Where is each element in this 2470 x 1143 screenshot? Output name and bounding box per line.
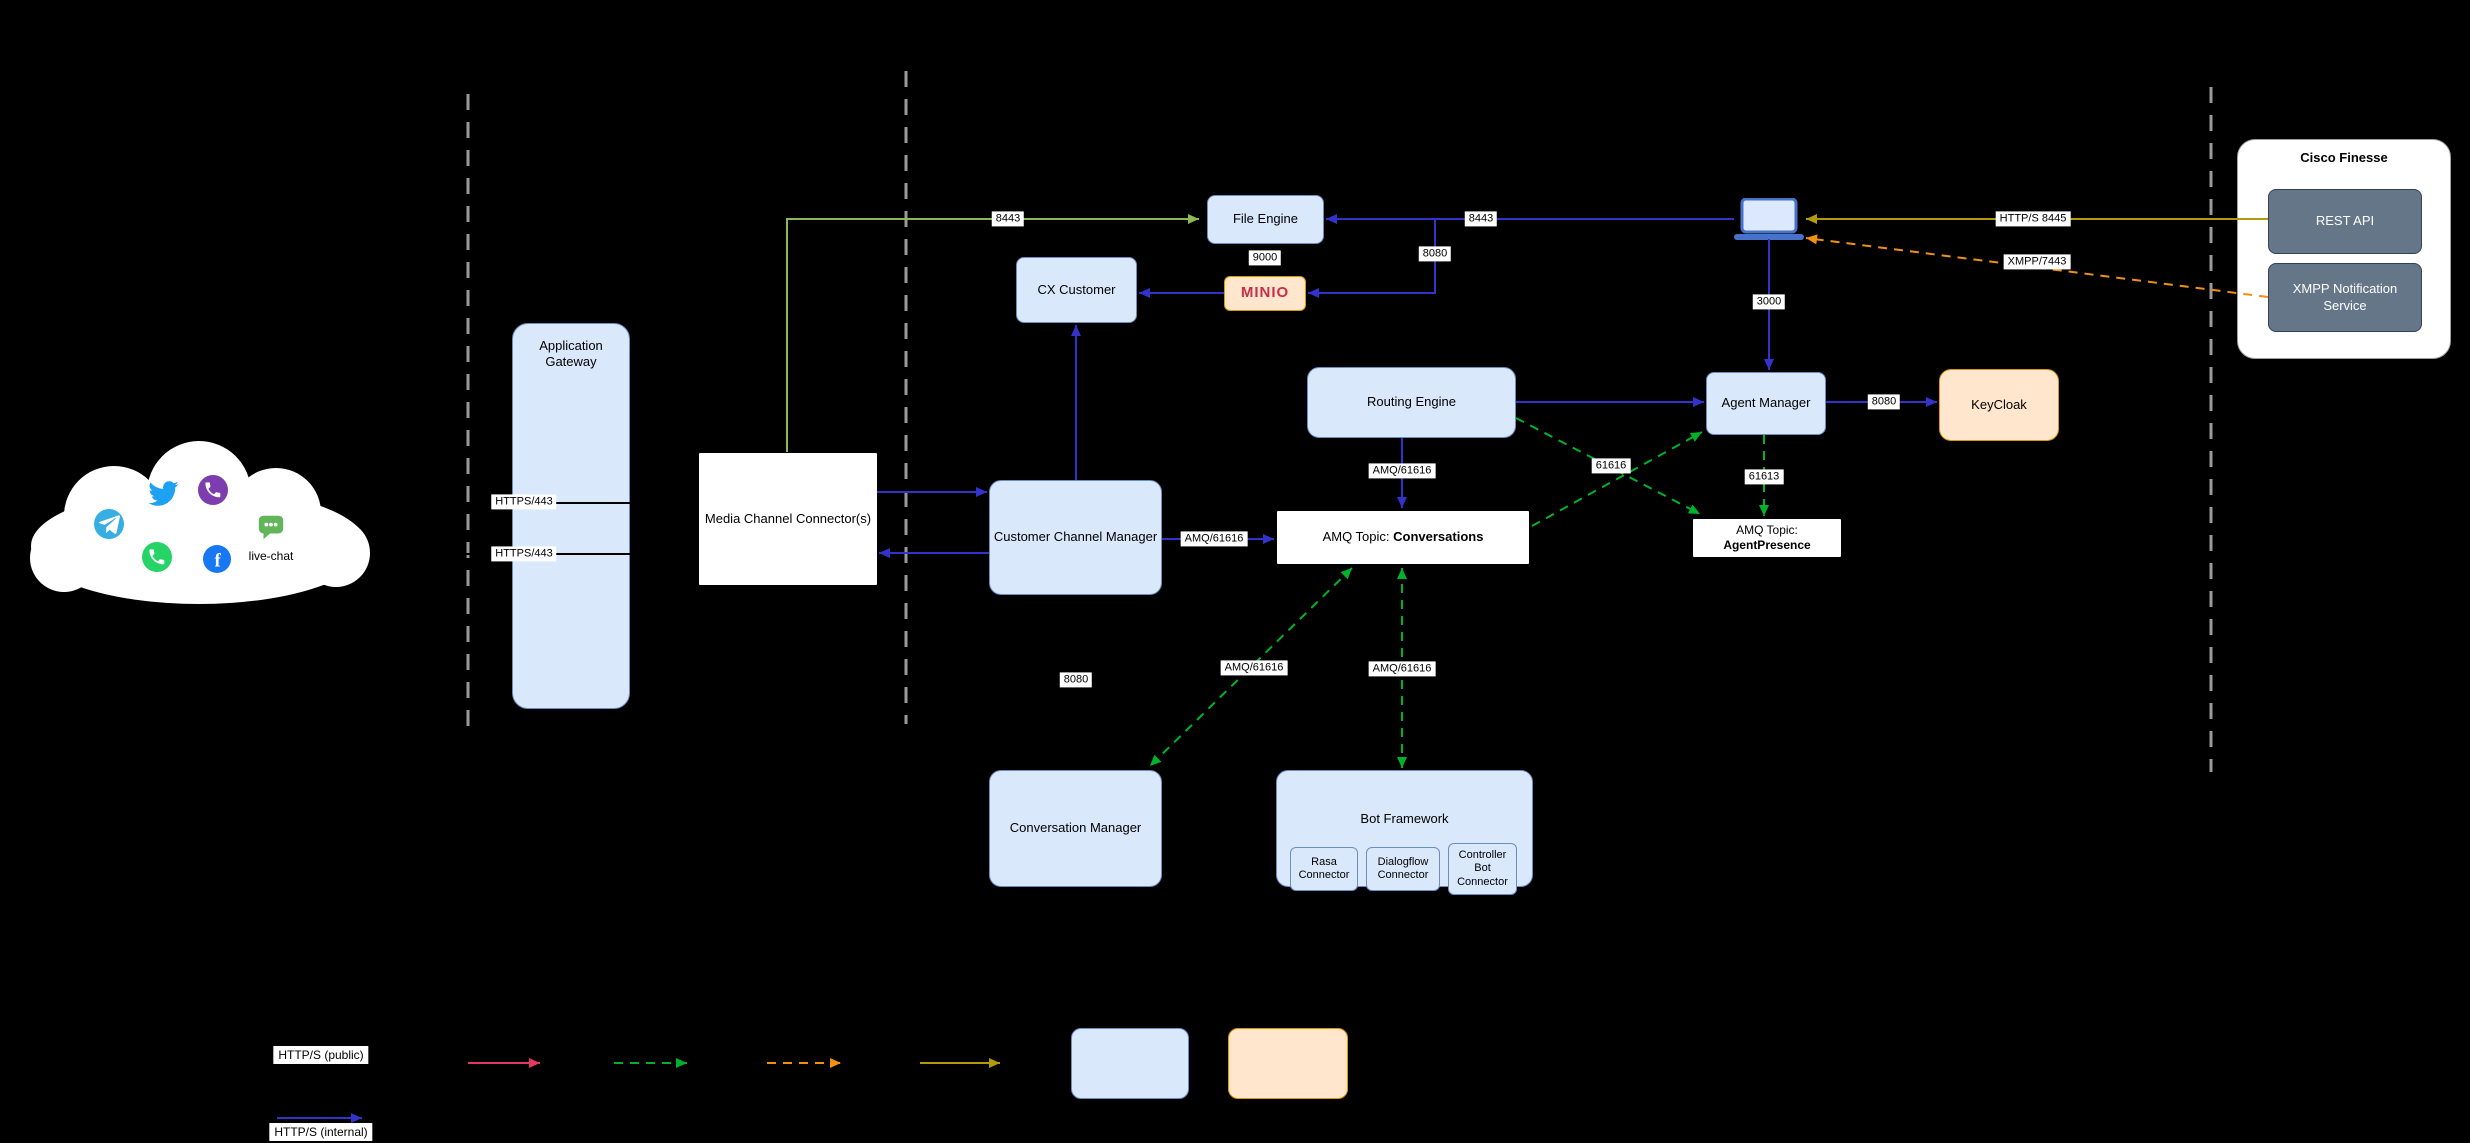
port-presence-stomp: 61613 bbox=[1744, 469, 1784, 485]
channels-cloud: f live-chat bbox=[24, 438, 370, 628]
agent-manager-label: Agent Manager bbox=[1721, 395, 1811, 411]
viber-icon bbox=[198, 475, 228, 510]
amq-topic-agentpresence-name: AgentPresence bbox=[1723, 538, 1811, 552]
media-channel-connector-label: Media Channel Connector(s) bbox=[704, 510, 872, 526]
customer-channel-manager-node: Customer Channel Manager bbox=[989, 480, 1162, 595]
finesse-rest-api-label: REST API bbox=[2315, 213, 2375, 229]
bot-framework-label: Bot Framework bbox=[1360, 811, 1449, 826]
twitter-icon bbox=[147, 478, 181, 513]
svg-text:f: f bbox=[214, 551, 221, 572]
port-gateway-https-top: HTTPS/443 bbox=[491, 494, 557, 510]
media-channel-connector-node: Media Channel Connector(s) bbox=[698, 452, 878, 586]
cx-customer-node: CX Customer bbox=[1016, 257, 1137, 323]
legend-http-public-label: HTTP/S (public) bbox=[273, 1046, 369, 1064]
livechat-icon bbox=[256, 511, 286, 546]
port-desktop-agent-manager: 3000 bbox=[1752, 294, 1786, 310]
cisco-finesse-label: Cisco Finesse bbox=[2300, 150, 2388, 165]
dialogflow-connector-label: Dialogflow Connector bbox=[1377, 855, 1429, 881]
legend-peach-node-sample bbox=[1228, 1028, 1348, 1099]
port-mcc-file-engine: 8443 bbox=[991, 211, 1025, 227]
rasa-connector-label: Rasa Connector bbox=[1298, 855, 1350, 881]
edge-conversations-topic-to-agent-manager bbox=[1531, 431, 1703, 527]
amq-topic-conversations-prefix: AMQ Topic: bbox=[1322, 529, 1394, 545]
conversation-manager-label: Conversation Manager bbox=[1009, 820, 1142, 836]
port-ccm-conversation-manager: 8080 bbox=[1059, 672, 1093, 688]
amq-topic-agentpresence-prefix: AMQ Topic: bbox=[1736, 523, 1798, 537]
amq-topic-conversations-name: Conversations bbox=[1393, 529, 1484, 545]
livechat-label: live-chat bbox=[248, 549, 294, 563]
conversation-manager-node: Conversation Manager bbox=[989, 770, 1162, 887]
controller-bot-connector-label: Controller Bot Connector bbox=[1457, 849, 1508, 888]
port-ccm-conversations: AMQ/61616 bbox=[1180, 531, 1248, 547]
edge-mcc-to-file-engine bbox=[786, 214, 1199, 452]
port-desktop-file-engine: 8443 bbox=[1464, 211, 1498, 227]
amq-topic-conversations-node: AMQ Topic: Conversations bbox=[1276, 510, 1530, 565]
port-minio-s3: 9000 bbox=[1248, 250, 1282, 266]
customer-channel-manager-label: Customer Channel Manager bbox=[993, 529, 1158, 545]
port-finesse-xmpp: XMPP/7443 bbox=[2003, 254, 2071, 270]
cloud-shape-icon bbox=[30, 441, 370, 604]
cx-customer-label: CX Customer bbox=[1037, 281, 1116, 297]
controller-bot-connector-node: Controller Bot Connector bbox=[1448, 843, 1517, 895]
application-gateway-node: Application Gateway bbox=[512, 323, 630, 709]
edge-branch-to-minio bbox=[1308, 219, 1436, 298]
file-engine-node: File Engine bbox=[1207, 195, 1324, 244]
routing-engine-label: Routing Engine bbox=[1367, 394, 1456, 410]
port-conversations-conversation-manager: AMQ/61616 bbox=[1220, 660, 1288, 676]
keycloak-label: KeyCloak bbox=[1971, 396, 2027, 412]
rasa-connector-node: Rasa Connector bbox=[1290, 847, 1358, 891]
minio-node: MINIO bbox=[1224, 276, 1306, 311]
port-gateway-https-bottom: HTTPS/443 bbox=[491, 546, 557, 562]
port-conversations-bot-framework: AMQ/61616 bbox=[1368, 661, 1436, 677]
port-routing-conversations: AMQ/61616 bbox=[1368, 463, 1436, 479]
routing-engine-node: Routing Engine bbox=[1307, 367, 1516, 438]
minio-logo: MINIO bbox=[1240, 284, 1290, 302]
dialogflow-connector-node: Dialogflow Connector bbox=[1366, 847, 1440, 891]
port-minio-http: 8080 bbox=[1418, 246, 1452, 262]
agent-manager-node: Agent Manager bbox=[1706, 372, 1826, 435]
keycloak-node: KeyCloak bbox=[1939, 369, 2059, 441]
legend-http-internal-label: HTTP/S (internal) bbox=[269, 1123, 373, 1141]
telegram-icon bbox=[94, 509, 124, 544]
legend-blue-node-sample bbox=[1071, 1028, 1189, 1099]
facebook-icon: f bbox=[203, 545, 231, 578]
amq-topic-agentpresence-node: AMQ Topic:AgentPresence bbox=[1692, 518, 1842, 558]
port-finesse-rest: HTTP/S 8445 bbox=[1995, 211, 2071, 227]
port-topics-crossing: 61616 bbox=[1591, 458, 1631, 474]
finesse-rest-api-node: REST API bbox=[2268, 189, 2422, 254]
whatsapp-icon bbox=[142, 542, 172, 577]
file-engine-label: File Engine bbox=[1232, 211, 1299, 227]
finesse-xmpp-label: XMPP Notification Service bbox=[2292, 281, 2398, 313]
port-keycloak-http: 8080 bbox=[1867, 394, 1901, 410]
finesse-xmpp-node: XMPP Notification Service bbox=[2268, 263, 2422, 332]
amq-topic-agentpresence-label: AMQ Topic:AgentPresence bbox=[1723, 523, 1810, 553]
amq-topic-conversations-label: AMQ Topic: Conversations bbox=[1323, 529, 1484, 545]
application-gateway-label: Application Gateway bbox=[539, 338, 603, 370]
agent-desktop-laptop-icon bbox=[1734, 197, 1804, 240]
